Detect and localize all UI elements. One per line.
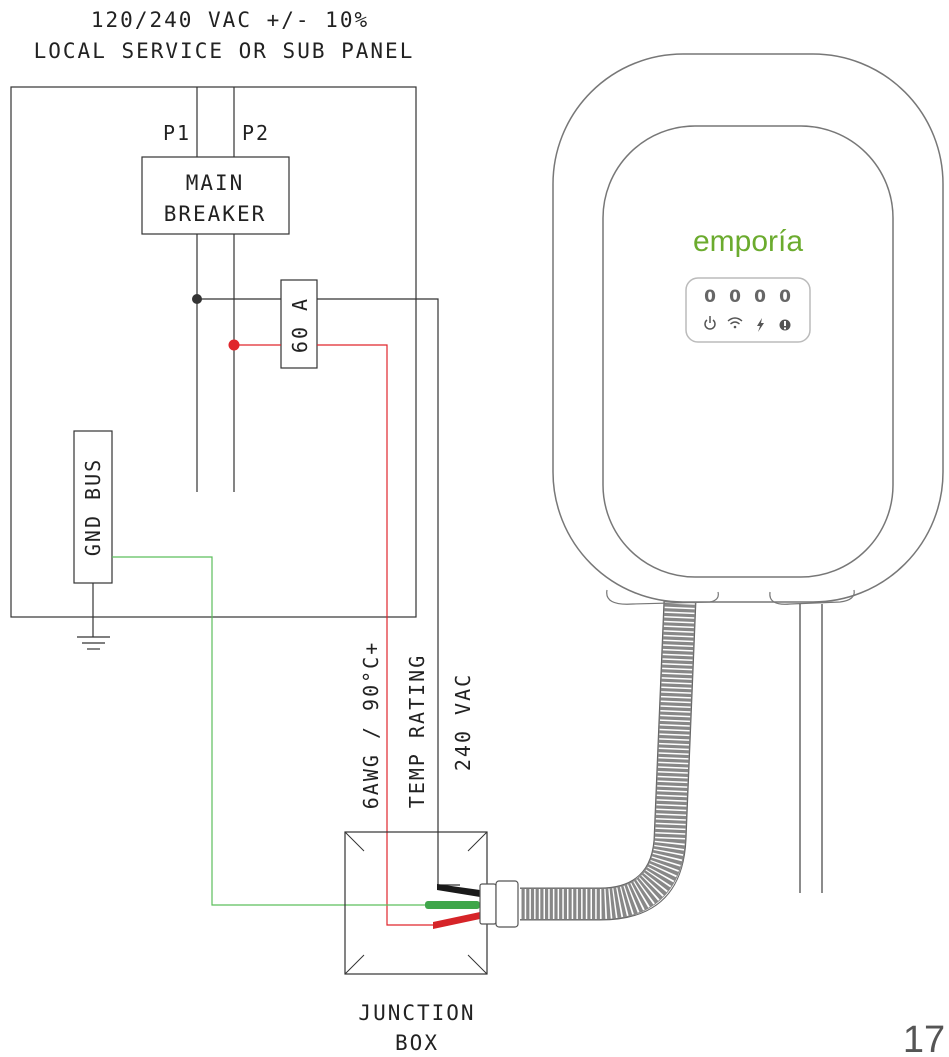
ground-bus-label: GND BUS (81, 458, 105, 556)
vac-label: 240 VAC (451, 673, 475, 771)
power-icon (704, 316, 716, 330)
p1-label: P1 (163, 121, 191, 145)
charger-cord-conductors (425, 884, 480, 929)
ev-charger (552, 53, 944, 893)
main-breaker-label-2: BREAKER (164, 202, 267, 226)
main-breaker (141, 156, 290, 235)
junction-box-label-2: BOX (395, 1031, 439, 1055)
l1-junction-dot (192, 294, 202, 304)
ground-wire (112, 556, 460, 906)
branch-breaker (280, 279, 318, 369)
l2-wire (317, 344, 448, 926)
brand-logo: emporía (693, 225, 803, 258)
l2-junction-dot (228, 339, 240, 351)
page-number: 17 (903, 1019, 945, 1057)
status-digit-3: 0 (754, 287, 766, 307)
main-breaker-label-1: MAIN (186, 171, 245, 195)
junction-box-label-1: JUNCTION (358, 1001, 475, 1025)
breaker-rating-label: 60 A (288, 297, 312, 353)
status-panel (685, 277, 811, 343)
wifi-icon (727, 317, 743, 329)
earth-ground-icon (77, 583, 110, 650)
status-digit-4: 0 (779, 287, 791, 307)
cable-gland (479, 880, 519, 928)
voltage-label: 120/240 VAC +/- 10% (91, 8, 369, 32)
temp-rating-label: TEMP RATING (405, 654, 429, 808)
panel-label: LOCAL SERVICE OR SUB PANEL (34, 39, 415, 63)
service-panel (10, 86, 417, 618)
l1-wire (317, 298, 460, 886)
status-digit-2: 0 (729, 287, 741, 307)
status-digit-1: 0 (704, 287, 716, 307)
p2-label: P2 (242, 121, 270, 145)
alert-icon (779, 319, 791, 331)
wire-gauge-label: 6AWG / 90°C+ (359, 641, 383, 810)
charging-bolt-icon (757, 318, 764, 332)
charger-cable (520, 599, 697, 921)
